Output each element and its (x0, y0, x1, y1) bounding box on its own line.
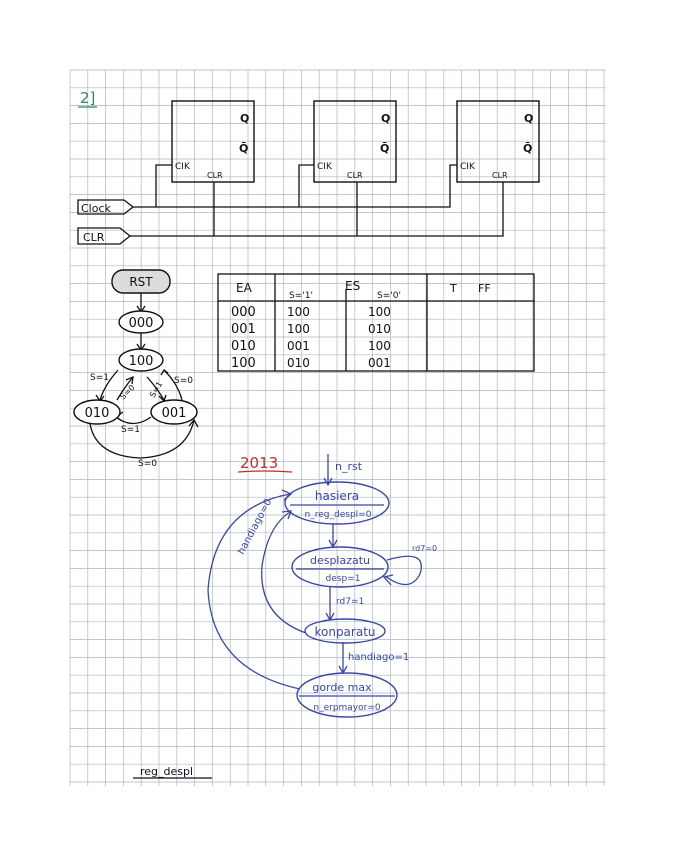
fsm-one-state-100 (118, 348, 164, 372)
fsm-one-state-100-label: 100 (129, 354, 154, 369)
clock-input-tag (77, 199, 135, 215)
fsm-one-state-000 (118, 310, 164, 334)
flipflop-3-clr: CLR (492, 171, 508, 180)
fsm-two-konparatu-name: konparatu (314, 625, 375, 639)
fsm-one-state-010 (73, 399, 121, 425)
fsm-one-state-001 (150, 399, 198, 425)
table-header-ff: FF (478, 282, 491, 295)
edge-konparatu-hasiera-inner (261, 511, 307, 634)
table-cell-ea: 010 (231, 339, 256, 354)
fsm-two-state-desplazatu (291, 546, 389, 588)
fsm-two-year-underline (237, 470, 293, 473)
fsm-two-gorde-output: n_erpmayor=0 (313, 703, 381, 713)
fsm-one-edge-label-5: S=1 (121, 425, 140, 435)
fsm-one-state-010-label: 010 (85, 406, 110, 421)
flipflop-2-q: Q (381, 112, 390, 125)
table-cell-s0: 001 (368, 356, 391, 370)
fsm-two-reset-label: n_rst (335, 460, 363, 473)
clr-input-tag (77, 227, 132, 245)
flipflop-1-clk: CIK (175, 162, 191, 172)
flipflop-1: Q Q̄ CIK CLR (171, 100, 255, 183)
table-cell-ea: 100 (231, 356, 256, 371)
edge-100-001-inner (146, 376, 165, 401)
flipflop-1-qbar: Q̄ (239, 142, 248, 155)
fsm-two-desplazatu-output: desp=1 (326, 574, 361, 584)
flipflop-2: Q Q̄ CIK CLR (313, 100, 397, 183)
flipflop-3-qbar: Q̄ (523, 142, 532, 155)
edge-desplazatu-selfloop (384, 555, 422, 586)
fsm-one-rst-node (111, 269, 171, 294)
table-header-s1: S='1' (289, 291, 313, 301)
table-cell-s0: 010 (368, 322, 391, 336)
fsm-two-hasiera-output: n_reg_despl=0 (305, 510, 372, 520)
fsm-two-desplazatu-name: desplazatu (310, 554, 370, 567)
state-table-rows: 000 100 100 001 100 010 010 001 100 100 010 001 (231, 305, 391, 371)
fsm-two: 2013 hasiera n_reg_despl=0 desplazatu de… (207, 454, 437, 718)
table-header-s0: S='0' (377, 291, 401, 301)
flipflop-3-clk: CIK (460, 162, 476, 172)
table-cell-s1: 100 (287, 305, 310, 319)
grid-paper (69, 69, 606, 786)
fsm-one-edge-label-1: S=1 (90, 373, 109, 383)
table-cell-ea: 001 (231, 322, 256, 337)
fsm-two-state-konparatu (304, 618, 386, 644)
table-cell-s0: 100 (368, 305, 391, 319)
flipflop-3-q: Q (524, 112, 533, 125)
flipflop-1-q: Q (240, 112, 249, 125)
flipflop-2-clk: CIK (317, 162, 333, 172)
table-cell-ea: 000 (231, 305, 256, 320)
flipflop-1-clr: CLR (207, 171, 223, 180)
fsm-two-state-hasiera (284, 481, 390, 525)
flipflop-2-qbar: Q̄ (380, 142, 389, 155)
state-table-lines (217, 273, 535, 372)
table-cell-s1: 001 (287, 339, 310, 353)
fsm-one: RST 000 100 010 001 S=1 S=0 S=0 S=1 S=1 … (73, 269, 199, 469)
clock-input-label: Clock (81, 202, 112, 215)
flipflop-2-box (313, 100, 397, 183)
fsm-one-edge-label-3: S=0 (118, 383, 136, 401)
fsm-one-edges (89, 293, 199, 459)
flipflop-3: Q Q̄ CIK CLR (456, 100, 540, 183)
edge-100-010-outer (99, 369, 119, 401)
fsm-one-state-000-label: 000 (129, 316, 154, 331)
circuit-wires (130, 164, 504, 237)
fsm-one-edge-label-6: S=0 (138, 459, 157, 469)
fsm-one-edge-label-2: S=0 (174, 376, 193, 386)
flipflop-1-box (171, 100, 255, 183)
state-table: EA ES S='1' S='0' T FF 000 100 100 001 100 01… (217, 273, 535, 372)
table-cell-s1: 010 (287, 356, 310, 370)
table-header-es: ES (345, 279, 360, 293)
fsm-two-gorde-name: gorde max (312, 681, 372, 694)
fsm-two-rd7-label: rd7=1 (336, 597, 364, 607)
edge-010-001-bottom (89, 419, 195, 459)
footer-label: reg_despl (140, 765, 193, 778)
fsm-one-state-001-label: 001 (162, 406, 187, 421)
fsm-one-rst-label: RST (129, 275, 153, 289)
fsm-two-year: 2013 (240, 454, 278, 472)
table-cell-s1: 100 (287, 322, 310, 336)
fsm-two-selfloop-label: rd7=0 (412, 544, 437, 553)
edge-gorde-hasiera-outer (207, 493, 301, 690)
fsm-two-hasiera-name: hasiera (315, 489, 359, 503)
problem-number: 2] (80, 89, 95, 107)
table-header-ea: EA (236, 281, 253, 295)
flipflop-3-box (456, 100, 540, 183)
table-cell-s0: 100 (368, 339, 391, 353)
fsm-two-handiago1-label: handiago=1 (348, 652, 409, 663)
flipflop-2-clr: CLR (347, 171, 363, 180)
table-header-t: T (449, 282, 457, 295)
clr-input-label: CLR (83, 231, 105, 244)
fsm-two-state-gorde (296, 672, 398, 718)
edge-010-100-inner (116, 376, 134, 401)
